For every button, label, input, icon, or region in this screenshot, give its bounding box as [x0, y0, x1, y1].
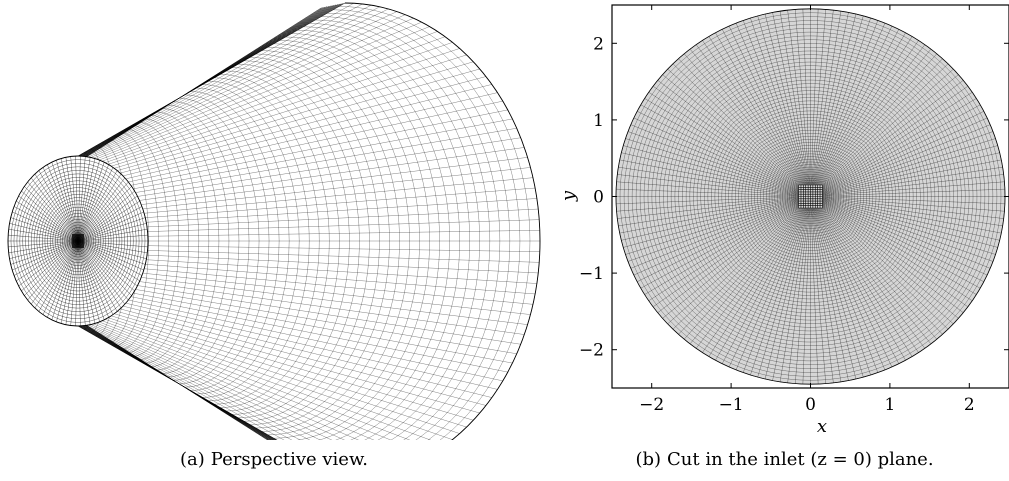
cone-silhouette-lines — [77, 2, 346, 440]
caption-b-text: Cut in the inlet (z = 0) plane. — [667, 449, 934, 470]
y-tick-label: 2 — [593, 34, 604, 54]
inlet-plane-mesh — [615, 8, 1006, 385]
y-tick-label: −1 — [579, 264, 604, 284]
caption-a-label: (a) — [180, 449, 205, 470]
mesh-radial-lines — [615, 8, 1006, 385]
y-axis-ticks: −2 −1 0 1 2 — [579, 34, 1009, 361]
x-tick-label: −2 — [639, 395, 664, 415]
x-tick-label: −1 — [719, 395, 744, 415]
inlet-cut-chart: −2 −1 0 1 2 −2 −1 0 1 2 x y — [560, 4, 1009, 437]
x-axis-title: x — [817, 416, 827, 437]
mesh-ring-lines — [615, 8, 1006, 385]
perspective-mesh-figure — [7, 2, 541, 440]
x-tick-label: 1 — [884, 395, 895, 415]
caption-b: (b)Cut in the inlet (z = 0) plane. — [560, 449, 1009, 470]
inlet-core — [72, 234, 84, 248]
caption-a-text: Perspective view. — [210, 449, 368, 470]
x-tick-label: 2 — [964, 395, 975, 415]
y-tick-label: −2 — [579, 341, 604, 361]
cone-surface — [8, 3, 540, 440]
cone-outlet-edge — [344, 2, 541, 440]
x-tick-label: 0 — [805, 395, 816, 415]
cone-mesh — [7, 2, 541, 440]
y-tick-label: 1 — [593, 111, 604, 131]
x-axis-ticks: −2 −1 0 1 2 — [639, 5, 975, 415]
y-axis-title: y — [560, 190, 579, 202]
caption-a: (a)Perspective view. — [0, 449, 548, 470]
caption-b-label: (b) — [635, 449, 662, 470]
mesh-core-grid — [798, 184, 823, 209]
y-tick-label: 0 — [593, 188, 604, 208]
